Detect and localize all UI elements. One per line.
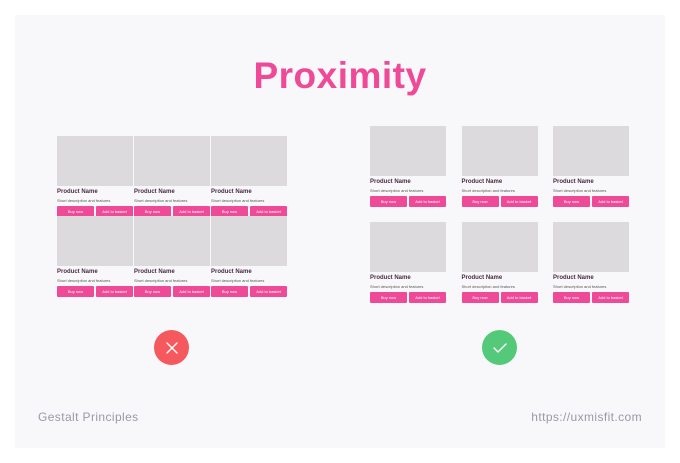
product-description: Short description and features: [211, 278, 265, 283]
product-name: Product Name: [57, 189, 98, 195]
product-name: Product Name: [211, 269, 252, 275]
add-to-basket-button[interactable]: Add to basket: [409, 292, 446, 303]
buy-now-button[interactable]: Buy now: [211, 286, 248, 297]
product-image: [553, 126, 629, 176]
buy-now-button[interactable]: Buy now: [553, 196, 590, 207]
product-name: Product Name: [57, 269, 98, 275]
product-image: [57, 216, 133, 266]
product-name: Product Name: [134, 269, 175, 275]
product-image: [134, 216, 210, 266]
check-icon: [492, 342, 507, 353]
add-to-basket-button[interactable]: Add to basket: [500, 292, 538, 303]
buy-now-button[interactable]: Buy now: [57, 286, 94, 297]
buy-now-button[interactable]: Buy now: [211, 206, 248, 217]
incorrect-badge: [154, 330, 189, 365]
product-image: [553, 222, 629, 272]
product-description: Short description and features: [553, 284, 607, 289]
add-to-basket-button[interactable]: Add to basket: [592, 196, 629, 207]
buy-now-button[interactable]: Buy now: [553, 292, 590, 303]
product-description: Short description and features: [57, 278, 111, 283]
product-name: Product Name: [134, 189, 175, 195]
product-image: [370, 126, 446, 176]
product-description: Short description and features: [57, 198, 111, 203]
product-image: [134, 136, 210, 186]
product-description: Short description and features: [134, 278, 188, 283]
product-description: Short description and features: [461, 188, 515, 193]
product-image: [461, 222, 538, 272]
buy-now-button[interactable]: Buy now: [57, 206, 94, 217]
buy-now-button[interactable]: Buy now: [134, 286, 171, 297]
buy-now-button[interactable]: Buy now: [370, 292, 407, 303]
product-description: Short description and features: [461, 284, 515, 289]
add-to-basket-button[interactable]: Add to basket: [173, 286, 210, 297]
footer-url[interactable]: https://uxmisfit.com: [531, 410, 642, 424]
product-description: Short description and features: [370, 284, 424, 289]
product-name: Product Name: [211, 189, 252, 195]
add-to-basket-button[interactable]: Add to basket: [173, 206, 210, 217]
product-name: Product Name: [553, 275, 594, 281]
product-description: Short description and features: [211, 198, 265, 203]
correct-badge: [482, 330, 517, 365]
page-title: Proximity: [253, 55, 427, 96]
product-image: [57, 136, 133, 186]
add-to-basket-button[interactable]: Add to basket: [592, 292, 629, 303]
add-to-basket-button[interactable]: Add to basket: [250, 286, 287, 297]
footer-brand: Gestalt Principles: [38, 410, 139, 424]
product-description: Short description and features: [370, 188, 424, 193]
product-description: Short description and features: [134, 198, 188, 203]
add-to-basket-button[interactable]: Add to basket: [409, 196, 446, 207]
product-image: [211, 136, 287, 186]
product-description: Short description and features: [553, 188, 607, 193]
add-to-basket-button[interactable]: Add to basket: [500, 196, 538, 207]
product-name: Product Name: [461, 275, 503, 281]
product-name: Product Name: [553, 179, 594, 185]
product-name: Product Name: [461, 179, 503, 185]
buy-now-button[interactable]: Buy now: [134, 206, 171, 217]
product-name: Product Name: [370, 275, 411, 281]
add-to-basket-button[interactable]: Add to basket: [250, 206, 287, 217]
product-image: [211, 216, 287, 266]
product-image: [461, 126, 538, 176]
add-to-basket-button[interactable]: Add to basket: [96, 206, 133, 217]
buy-now-button[interactable]: Buy now: [461, 196, 499, 207]
add-to-basket-button[interactable]: Add to basket: [96, 286, 133, 297]
cross-icon: [165, 341, 178, 354]
buy-now-button[interactable]: Buy now: [461, 292, 499, 303]
product-name: Product Name: [370, 179, 411, 185]
buy-now-button[interactable]: Buy now: [370, 196, 407, 207]
product-image: [370, 222, 446, 272]
